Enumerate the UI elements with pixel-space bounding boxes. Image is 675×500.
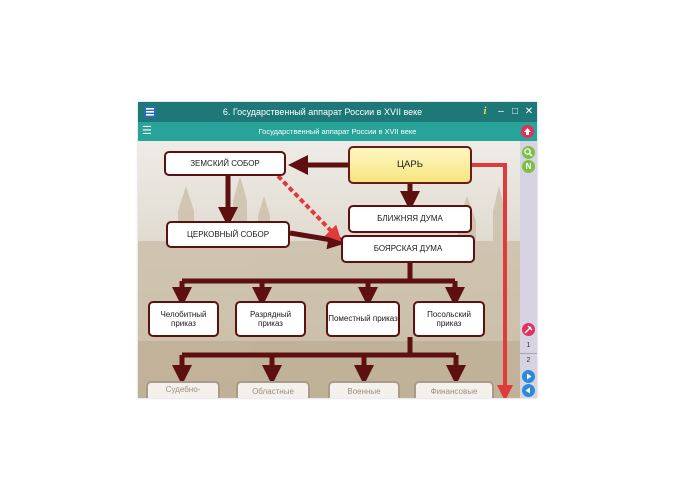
prikaz-box[interactable]: Разрядный приказ	[235, 301, 306, 337]
play-left-icon[interactable]	[522, 384, 535, 397]
close-button[interactable]: ✕	[524, 106, 534, 117]
diagram-connectors	[172, 155, 513, 398]
right-sidebar: N 1 2	[520, 141, 537, 398]
page-2-button[interactable]: 2	[526, 357, 531, 364]
near-duma-box[interactable]: БЛИЖНЯЯ ДУМА	[348, 205, 472, 233]
diagram-area: ЗЕМСКИЙ СОБОР ЦАРЬ БЛИЖНЯЯ ДУМА ЦЕРКОВНЫ…	[138, 141, 520, 398]
minimize-button[interactable]: –	[498, 106, 504, 117]
menu-icon[interactable]: ☰	[142, 125, 152, 137]
lower-prikaz-box[interactable]: Судебно-	[146, 381, 220, 398]
lower-prikaz-box[interactable]: Областные	[236, 381, 310, 398]
info-icon[interactable]: i	[483, 106, 487, 117]
maximize-button[interactable]: □	[511, 106, 519, 117]
toolbar: ☰ Государственный аппарат России в XVII …	[138, 122, 537, 141]
slide-title: Государственный аппарат России в XVII ве…	[258, 127, 417, 136]
pin-icon[interactable]	[522, 323, 535, 336]
n-letter-icon[interactable]: N	[522, 160, 535, 173]
tsar-box[interactable]: ЦАРЬ	[348, 146, 472, 184]
play-right-icon[interactable]	[522, 370, 535, 383]
prikaz-box[interactable]: Посольский приказ	[413, 301, 485, 337]
app-window: 6. Государственный аппарат России в XVII…	[138, 102, 537, 398]
prikaz-box[interactable]: Челобитный приказ	[148, 301, 219, 337]
app-logo-icon	[142, 104, 158, 120]
prikaz-box[interactable]: Поместный приказ	[326, 301, 400, 337]
church-sobor-box[interactable]: ЦЕРКОВНЫЙ СОБОР	[166, 221, 290, 248]
magnifier-icon[interactable]	[522, 146, 535, 159]
window-title: 6. Государственный аппарат России в XVII…	[222, 107, 423, 117]
boyar-duma-box[interactable]: БОЯРСКАЯ ДУМА	[341, 235, 475, 263]
up-arrow-icon[interactable]	[521, 125, 534, 138]
zemsky-sobor-box[interactable]: ЗЕМСКИЙ СОБОР	[164, 151, 286, 176]
title-bar: 6. Государственный аппарат России в XVII…	[138, 102, 537, 122]
lower-prikaz-box[interactable]: Финансовые	[414, 381, 494, 398]
page-1-button[interactable]: 1	[520, 339, 537, 354]
lower-prikaz-box[interactable]: Военные	[328, 381, 400, 398]
